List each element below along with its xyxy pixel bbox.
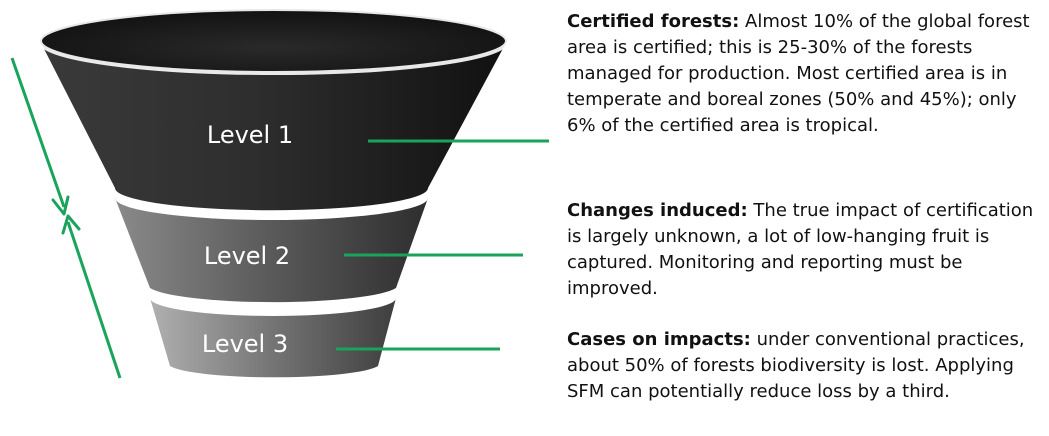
level-1-description: Certified forests: Almost 10% of the glo… bbox=[567, 9, 1045, 139]
funnel-level-3-segment bbox=[150, 298, 396, 378]
level-2-description-title: Changes induced: bbox=[567, 200, 748, 221]
level-3-description: Cases on impacts: under conventional pra… bbox=[567, 327, 1045, 405]
level-3-description-title: Cases on impacts: bbox=[567, 329, 751, 350]
level-1-description-text: Almost 10% of the global forest area is … bbox=[567, 11, 1030, 136]
level-3-description-text: under conventional practices, about 50% … bbox=[567, 329, 1025, 402]
funnel-level-1-segment bbox=[40, 41, 507, 211]
funnel-top-rim bbox=[40, 9, 507, 73]
funnel-level-2-segment bbox=[114, 198, 428, 303]
up-arrowhead-icon bbox=[61, 214, 81, 235]
level-3-label: Level 3 bbox=[202, 330, 288, 358]
level-2-description-text: The true impact of certification is larg… bbox=[567, 200, 1034, 299]
down-arrowhead-icon bbox=[51, 195, 70, 216]
left-arrow-line-upper bbox=[10, 57, 66, 208]
level-1-label: Level 1 bbox=[207, 121, 293, 149]
level-2-label: Level 2 bbox=[204, 242, 290, 270]
left-arrow-line-lower bbox=[66, 221, 122, 379]
level-1-description-title: Certified forests: bbox=[567, 11, 740, 32]
funnel-top-rim-outline bbox=[38, 7, 509, 75]
level-2-description: Changes induced: The true impact of cert… bbox=[567, 198, 1045, 302]
